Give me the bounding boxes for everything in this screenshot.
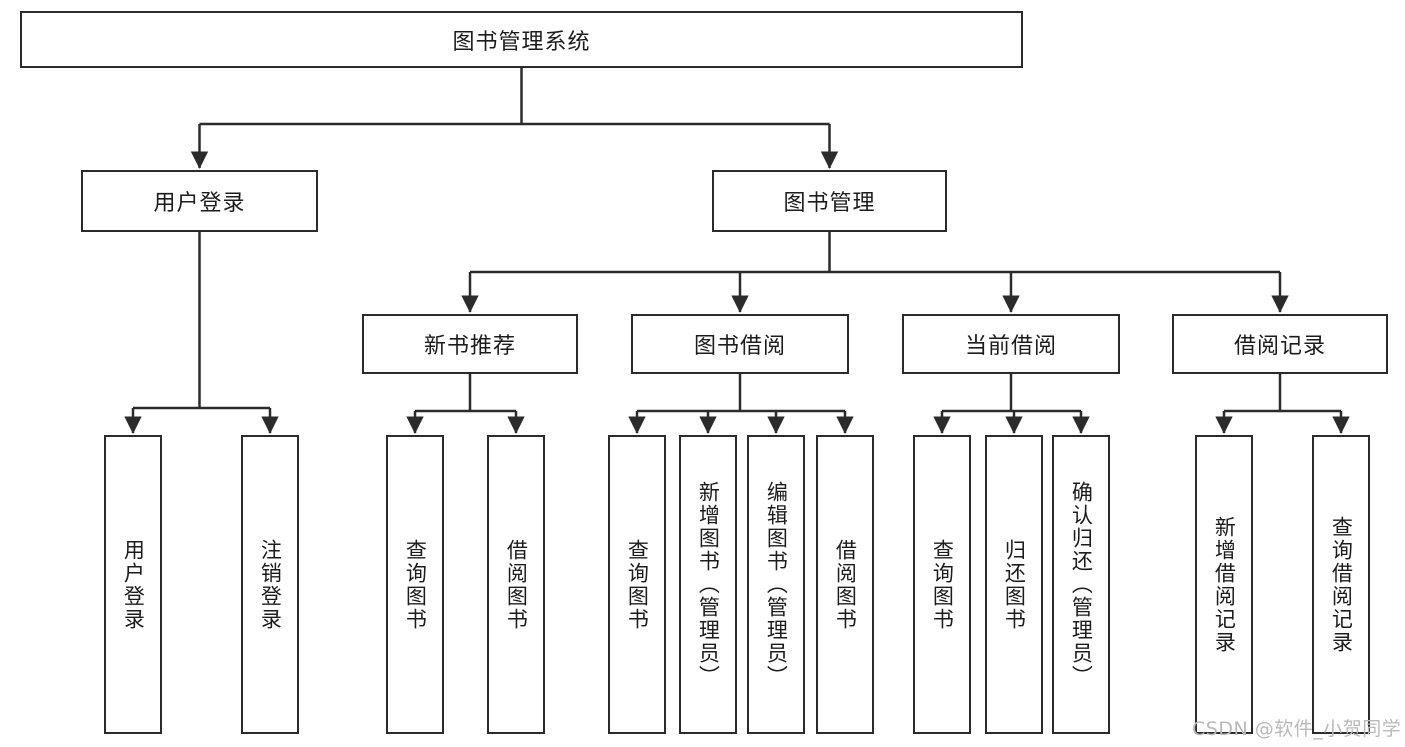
node-leaf-query-book-2-label: 查询图书 — [625, 538, 650, 631]
node-leaf-return-book[interactable]: 归还图书 — [985, 435, 1043, 734]
node-leaf-query-record[interactable]: 查询借阅记录 — [1312, 435, 1370, 734]
node-user-login[interactable]: 用户登录 — [81, 170, 318, 232]
node-leaf-confirm-return-label: 确认归还（管理员） — [1069, 481, 1094, 688]
node-book-borrow-label: 图书借阅 — [693, 334, 786, 359]
node-leaf-edit-book[interactable]: 编辑图书（管理员） — [747, 435, 805, 734]
node-leaf-add-record[interactable]: 新增借阅记录 — [1195, 435, 1253, 734]
node-leaf-user-login-label: 用户登录 — [121, 538, 146, 631]
node-book-manage-label: 图书管理 — [783, 191, 876, 216]
node-root[interactable]: 图书管理系统 — [20, 11, 1023, 68]
node-leaf-query-record-label: 查询借阅记录 — [1329, 515, 1354, 654]
node-new-book-recommend-label: 新书推荐 — [423, 334, 516, 359]
node-leaf-edit-book-label: 编辑图书（管理员） — [764, 481, 789, 688]
node-leaf-add-book-label: 新增图书（管理员） — [696, 481, 721, 688]
node-current-borrow-label: 当前借阅 — [964, 334, 1057, 359]
node-root-label: 图书管理系统 — [452, 29, 591, 55]
node-leaf-confirm-return[interactable]: 确认归还（管理员） — [1052, 435, 1110, 734]
node-current-borrow[interactable]: 当前借阅 — [902, 314, 1120, 374]
node-leaf-query-book-3[interactable]: 查询图书 — [913, 435, 971, 734]
node-leaf-query-book-1[interactable]: 查询图书 — [386, 435, 444, 734]
node-leaf-query-book-3-label: 查询图书 — [930, 538, 955, 631]
node-borrow-record[interactable]: 借阅记录 — [1172, 314, 1388, 374]
csdn-watermark: CSDN @软件_小贺同学 — [1192, 718, 1402, 740]
node-leaf-user-login[interactable]: 用户登录 — [104, 435, 162, 734]
node-leaf-user-logout-label: 注销登录 — [258, 538, 283, 631]
node-leaf-user-logout[interactable]: 注销登录 — [241, 435, 299, 734]
node-borrow-record-label: 借阅记录 — [1233, 334, 1326, 359]
node-book-borrow[interactable]: 图书借阅 — [631, 314, 849, 374]
node-leaf-query-book-2[interactable]: 查询图书 — [608, 435, 666, 734]
node-leaf-add-book[interactable]: 新增图书（管理员） — [679, 435, 737, 734]
node-book-manage[interactable]: 图书管理 — [712, 170, 947, 232]
node-leaf-return-book-label: 归还图书 — [1002, 538, 1027, 631]
node-leaf-query-book-1-label: 查询图书 — [403, 538, 428, 631]
node-leaf-borrow-book-2[interactable]: 借阅图书 — [816, 435, 874, 734]
node-leaf-borrow-book-2-label: 借阅图书 — [833, 538, 858, 631]
node-new-book-recommend[interactable]: 新书推荐 — [362, 314, 578, 374]
node-leaf-add-record-label: 新增借阅记录 — [1212, 515, 1237, 654]
node-leaf-borrow-book-1[interactable]: 借阅图书 — [487, 435, 545, 734]
node-leaf-borrow-book-1-label: 借阅图书 — [504, 538, 529, 631]
node-user-login-label: 用户登录 — [153, 191, 246, 216]
